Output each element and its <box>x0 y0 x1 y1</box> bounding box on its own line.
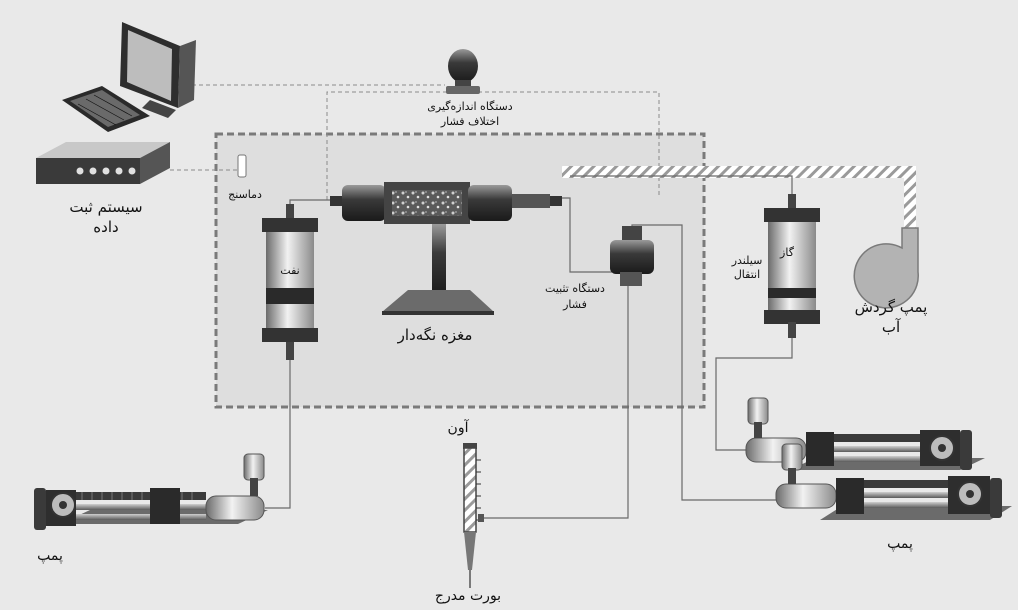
pump-right-top-icon <box>745 397 985 470</box>
thermometer-icon <box>237 154 247 178</box>
label-water-circulation-pump-line1: پمپ گردش <box>854 298 928 316</box>
graduated-burette-icon <box>463 443 484 588</box>
label-transfer-cylinder-line1: سیلندر <box>731 254 763 267</box>
pump-right-bottom-icon <box>775 443 1012 520</box>
signal-lines <box>150 84 660 200</box>
gas-transfer-cylinder-icon <box>764 194 820 338</box>
core-holder-icon <box>330 182 562 315</box>
label-thermometer: دماسنج <box>228 188 262 201</box>
label-transfer-cylinder-line2: انتقال <box>733 268 761 281</box>
label-back-pressure-line2: فشار <box>563 298 587 311</box>
label-core-holder: مغزه نگه‌دار <box>397 326 473 344</box>
label-pump-right: پمپ <box>887 536 913 552</box>
label-data-logging-system-line1: سیستم ثبت <box>69 198 143 216</box>
label-back-pressure-line1: دستگاه تثبیت <box>545 282 605 295</box>
computer-monitor-icon <box>120 22 196 118</box>
water-circulation-pipe <box>562 166 916 228</box>
label-water-circulation-pump-line2: آب <box>881 318 901 336</box>
data-logger-icon <box>36 142 170 184</box>
label-graduated-burette: بورت مدرج <box>434 588 502 604</box>
label-data-logging-system-line2: داده <box>93 218 119 236</box>
label-pump-left: پمپ <box>37 548 63 564</box>
label-differential-pressure-line1: دستگاه اندازه‌گیری <box>427 100 513 113</box>
label-gas: گاز <box>780 246 794 259</box>
oil-cylinder-icon <box>262 204 318 360</box>
label-oil: نفت <box>280 264 300 277</box>
label-oven: آون <box>447 420 469 436</box>
keyboard-icon <box>62 86 150 132</box>
back-pressure-regulator-icon <box>610 226 654 286</box>
differential-pressure-gauge-icon <box>446 49 480 94</box>
label-differential-pressure-line2: اختلاف فشار <box>440 115 500 128</box>
pump-left-icon <box>34 453 268 530</box>
water-circulation-pump-icon <box>853 227 919 309</box>
